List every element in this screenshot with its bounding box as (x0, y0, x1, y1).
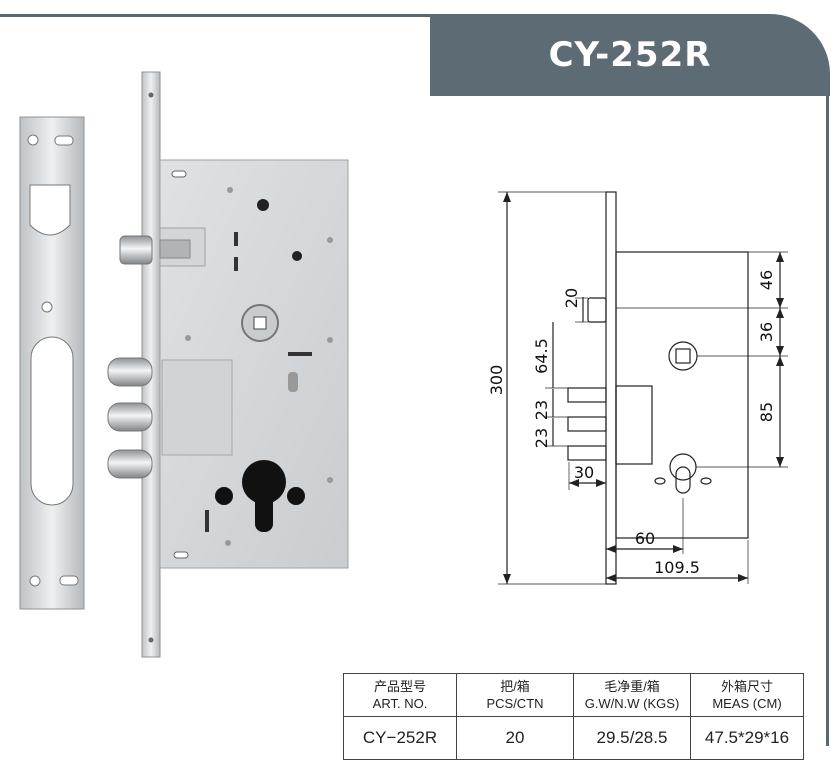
table-row: CY−252R 20 29.5/28.5 47.5*29*16 (343, 716, 804, 760)
dim-label-109-5: 109.5 (654, 558, 700, 577)
header-pcs-ctn-cn: 把/箱 (500, 679, 530, 694)
dim-label-60: 60 (635, 529, 655, 548)
header-art-no: 产品型号 ART. NO. (343, 673, 457, 717)
header-weight-en: G.W/N.W (KGS) (584, 696, 680, 711)
cell-art-no: CY−252R (343, 716, 457, 760)
dead-bolts (107, 357, 153, 479)
cell-pcs-ctn: 20 (456, 716, 574, 760)
dim-label-36: 36 (757, 322, 776, 342)
dimension-drawing: 300 20 64.5 23 23 30 46 36 85 60 109.5 (487, 191, 788, 585)
lock-body (159, 159, 349, 569)
right-divider-line (826, 96, 829, 746)
spec-table: 产品型号 ART. NO. 把/箱 PCS/CTN 毛净重/箱 G.W/N.W … (343, 673, 804, 760)
dim-label-23-lower: 23 (532, 428, 551, 448)
top-divider-line (0, 14, 432, 17)
dim-label-300: 300 (487, 365, 506, 396)
dim-label-46: 46 (757, 270, 776, 290)
header-weight: 毛净重/箱 G.W/N.W (KGS) (573, 673, 691, 717)
lock-product-photo (19, 71, 349, 658)
dim-label-85: 85 (757, 402, 776, 422)
header-art-no-en: ART. NO. (372, 696, 428, 711)
model-title-banner: CY-252R (430, 14, 830, 96)
header-meas: 外箱尺寸 MEAS (CM) (690, 673, 804, 717)
model-title: CY-252R (548, 35, 712, 75)
dim-label-23-upper: 23 (532, 400, 551, 420)
dim-label-30: 30 (574, 463, 594, 482)
header-pcs-ctn: 把/箱 PCS/CTN (456, 673, 574, 717)
strike-plate (19, 116, 85, 610)
cell-weight: 29.5/28.5 (573, 716, 691, 760)
cell-meas: 47.5*29*16 (690, 716, 804, 760)
header-art-no-cn: 产品型号 (373, 679, 426, 694)
dim-label-64-5: 64.5 (532, 338, 551, 374)
header-meas-en: MEAS (CM) (712, 696, 782, 711)
header-pcs-ctn-en: PCS/CTN (486, 696, 544, 711)
latch-bolt (119, 235, 191, 265)
header-meas-cn: 外箱尺寸 (720, 679, 773, 694)
spec-table-header-row: 产品型号 ART. NO. 把/箱 PCS/CTN 毛净重/箱 G.W/N.W … (343, 673, 804, 717)
dim-label-20: 20 (562, 288, 581, 308)
header-weight-cn: 毛净重/箱 (604, 679, 660, 694)
